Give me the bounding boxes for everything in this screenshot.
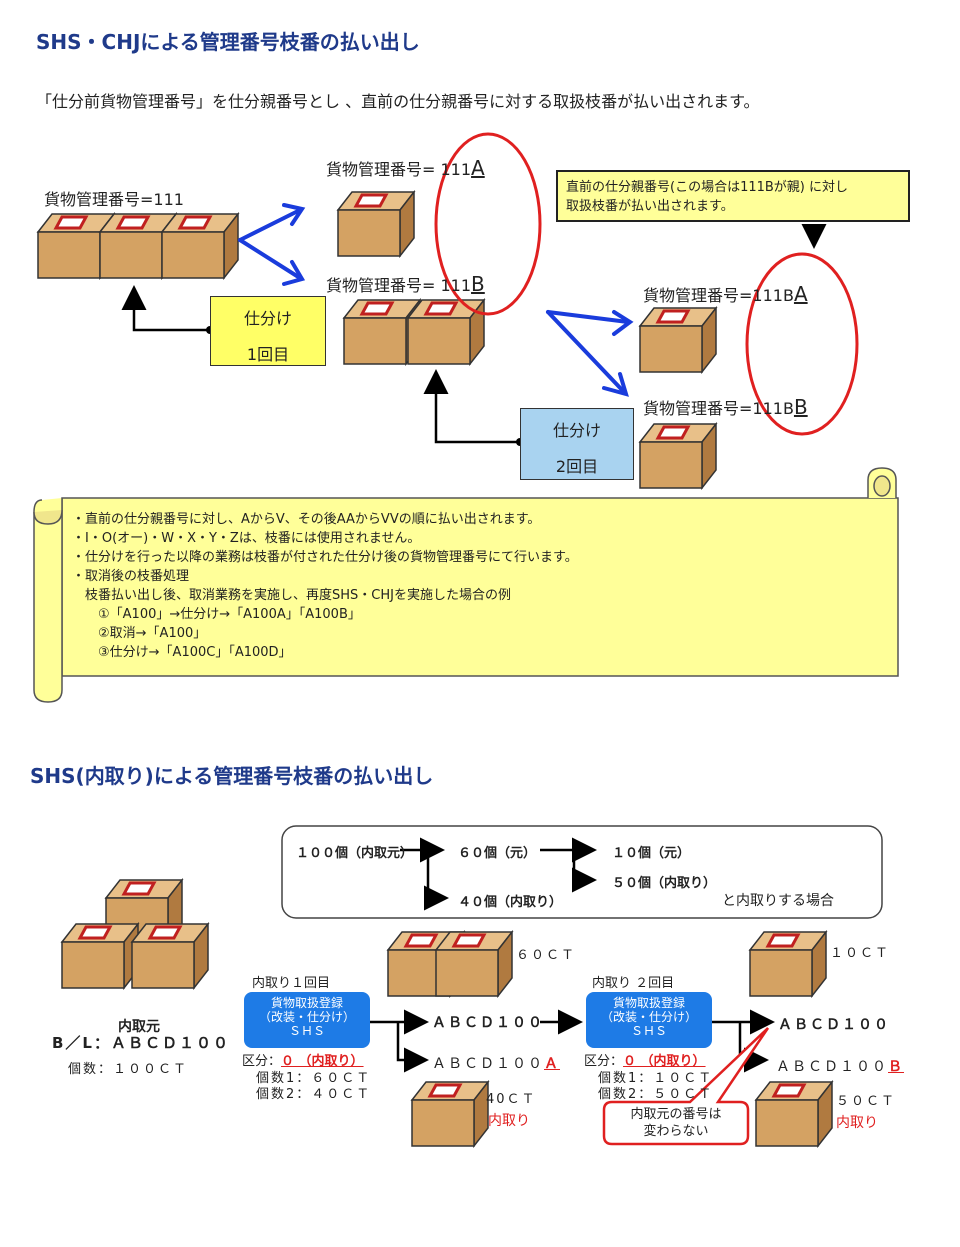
extraction-diagram: [60, 825, 883, 1148]
origin-label: 内取元: [118, 1019, 160, 1035]
step2-box-top-label: １０ＣＴ: [830, 946, 891, 961]
label-original: 貨物管理番号=111: [44, 190, 184, 209]
step2-shs-button[interactable]: 貨物取扱登録 （改装・仕分け） ＳＨＳ: [586, 992, 712, 1048]
legend-40: ４０個（内取り）: [458, 895, 563, 910]
cargo-box: [434, 930, 514, 998]
cargo-box: [638, 422, 718, 490]
blue-split-arrow: [238, 203, 306, 286]
legend-50: ５０個（内取り）: [612, 876, 717, 891]
section1-title: SHS・CHJによる管理番号枝番の払い出し: [36, 30, 420, 54]
scroll-text: ・直前の仕分親番号に対し、AからV、その後AAからVVの順に払い出されます。 ・…: [72, 512, 578, 660]
origin-count: 個数：１００ＣＴ: [68, 1062, 189, 1077]
sort-1-box: 仕分け 1回目: [210, 296, 326, 366]
step1-box-top-label: ６０ＣＴ: [516, 948, 577, 963]
cargo-box: [336, 190, 416, 258]
step2-count2: 個数2：５０ＣＴ: [598, 1087, 714, 1102]
step1-out-sub: ＡＢＣＤ１００Ａ: [432, 1056, 560, 1072]
connector-arrow: [121, 224, 827, 444]
step2-box-bottom-label: ５０ＣＴ: [836, 1094, 897, 1109]
cargo-box: [160, 212, 240, 280]
label-111B: 貨物管理番号= 111B: [326, 272, 485, 296]
step1-shs-button[interactable]: 貨物取扱登録 （改装・仕分け） ＳＨＳ: [244, 992, 370, 1048]
callout-text: 内取元の番号は 変わらない: [630, 1107, 722, 1139]
blue-split-arrow: [546, 310, 634, 397]
legend-caption: と内取りする場合: [722, 893, 834, 909]
scroll-note: [33, 467, 899, 703]
cargo-box: [754, 1080, 834, 1148]
step1-out-main: ＡＢＣＤ１００: [432, 1015, 544, 1031]
label-111A: 貨物管理番号= 111A: [326, 156, 485, 180]
step2-out-main: ＡＢＣＤ１００: [778, 1017, 890, 1033]
parent-note: 直前の仕分親番号(この場合は111Bが親) に対し 取扱枝番が払い出されます。: [556, 170, 910, 222]
step2-title: 内取り ２回目: [592, 976, 675, 991]
cargo-box: [130, 922, 210, 990]
legend-100: １００個（内取元）: [296, 846, 414, 861]
legend-10: １０個（元）: [612, 846, 691, 861]
label-111BA: 貨物管理番号=111BA: [643, 282, 808, 306]
step2-out-sub: ＡＢＣＤ１００Ｂ: [776, 1059, 904, 1075]
highlight-ellipse: [745, 252, 859, 436]
sorting-diagram: [33, 132, 899, 703]
section2-title: SHS(内取り)による管理番号枝番の払い出し: [30, 764, 434, 788]
highlight-ellipse: [434, 132, 542, 316]
step2-kubun: 区分：０ （内取り）: [584, 1054, 706, 1069]
origin-bl: B／L：ＡＢＣＤ１００: [52, 1034, 230, 1052]
step2-count1: 個数1：１０ＣＴ: [598, 1071, 714, 1086]
step1-kubun: 区分：０ （内取り）: [242, 1054, 364, 1069]
section1-lead: 「仕分前貨物管理番号」を仕分親番号とし 、直前の仕分親番号に対する取扱枝番が払い…: [36, 92, 760, 111]
step1-title: 内取り１回目: [252, 976, 331, 991]
step1-box-bottom-tag: 内取り: [488, 1113, 530, 1129]
step1-count1: 個数1：６０ＣＴ: [256, 1071, 372, 1086]
cargo-box: [638, 306, 718, 374]
label-111BB: 貨物管理番号=111BB: [643, 395, 808, 419]
legend-60: ６０個（元）: [458, 846, 537, 861]
cargo-box: [60, 922, 140, 990]
cargo-box: [748, 930, 828, 998]
step2-box-bottom-tag: 内取り: [836, 1115, 878, 1131]
sort-2-box: 仕分け 2回目: [520, 408, 634, 480]
cargo-box: [410, 1080, 490, 1148]
callout-bubble: [602, 1027, 770, 1146]
step1-count2: 個数2：４０ＣＴ: [256, 1087, 372, 1102]
step1-box-bottom-label: 40ＣＴ: [486, 1092, 537, 1107]
